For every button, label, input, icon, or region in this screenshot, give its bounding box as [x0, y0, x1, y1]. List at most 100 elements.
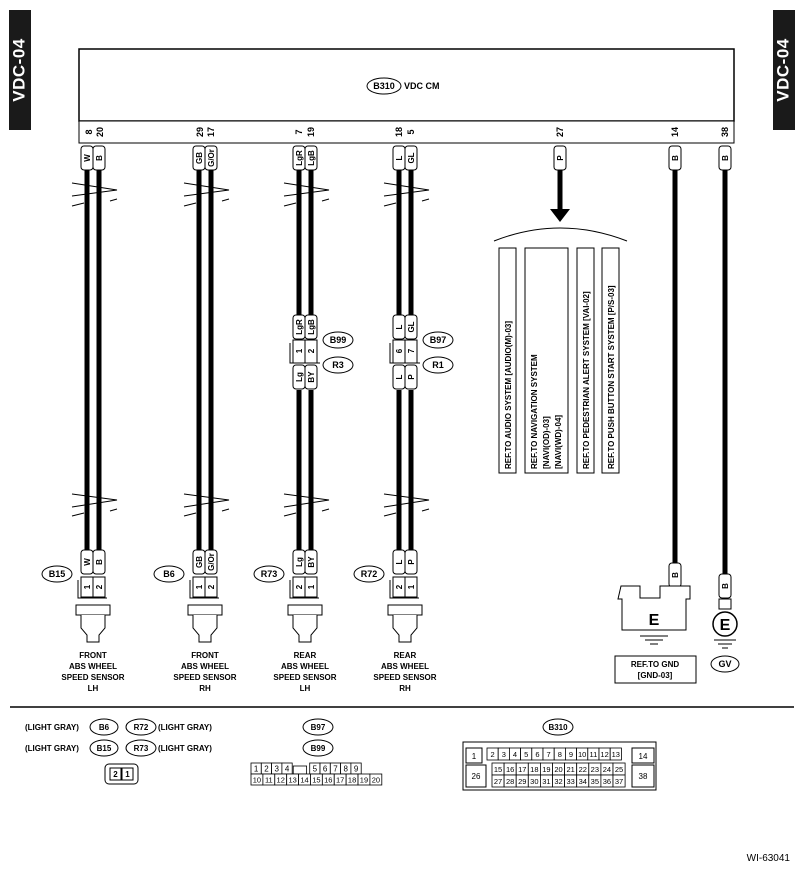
connector-id: B97 — [311, 723, 326, 732]
pin-label: 5 — [406, 129, 416, 134]
connector-pin: 23 — [591, 765, 599, 774]
connector-pin: 2 — [295, 584, 304, 589]
connector-pin: 1 — [295, 348, 304, 353]
wire-tag — [304, 145, 318, 171]
connector-pin: 11 — [590, 750, 598, 759]
connector-pin: 6 — [535, 750, 539, 759]
connector-pin: 14 — [639, 752, 648, 761]
wire-color-label: GB — [195, 556, 204, 568]
wire-color-label: L — [395, 324, 404, 329]
connector-pin: 16 — [324, 776, 332, 785]
module-id-oval — [366, 77, 402, 95]
sensor-label: FRONT — [79, 651, 107, 660]
wire-color-label: L — [395, 374, 404, 379]
connector-pin: 24 — [603, 765, 611, 774]
connector-pin: 35 — [591, 777, 599, 786]
reference-text: REF.TO PUSH BUTTON START SYSTEM [P/S-03] — [607, 285, 616, 469]
connector-id: R73 — [261, 569, 278, 579]
connector-pin: 1 — [472, 752, 477, 761]
connector-pin: 31 — [542, 777, 550, 786]
connector-pin: 8 — [558, 750, 562, 759]
connector-id: R3 — [332, 360, 344, 370]
connector-pin: 27 — [494, 777, 502, 786]
reference-box — [498, 247, 517, 474]
wire-color-label: P — [407, 374, 416, 380]
pin-label: 27 — [555, 127, 565, 137]
wire-color-label: W — [83, 558, 92, 566]
connector-pin: 8 — [344, 765, 349, 774]
connector-pin: 20 — [372, 776, 380, 785]
connector-id: B310 — [548, 723, 568, 732]
connector-pin: 25 — [615, 765, 623, 774]
connector-pin: 10 — [253, 776, 261, 785]
reference-text: [NAVI(WD)-04] — [554, 415, 563, 469]
connector-pin: 18 — [530, 765, 538, 774]
connector-pin: 2 — [113, 770, 118, 779]
connector-pin: 5 — [313, 765, 318, 774]
wire-color-label: LgR — [295, 150, 304, 166]
connector-pin: 15 — [312, 776, 320, 785]
connector-pin: 29 — [518, 777, 526, 786]
connector-pin: 1 — [407, 584, 416, 589]
sensor-label: SPEED SENSOR — [61, 673, 124, 682]
sensor-label: REAR — [294, 651, 317, 660]
reference-text: REF.TO AUDIO SYSTEM [AUDIO(M)-03] — [504, 321, 513, 469]
sensor-label: ABS WHEEL — [281, 662, 329, 671]
wire-color-label: G/Or — [207, 553, 216, 571]
wire-color-label: Lg — [295, 557, 304, 567]
connector-pin: 36 — [603, 777, 611, 786]
connector-pin: 10 — [578, 750, 586, 759]
legend-text: (LIGHT GRAY) — [158, 723, 212, 732]
reference-box — [601, 247, 620, 474]
connector-pin: 2 — [95, 584, 104, 589]
gv-label: GV — [718, 659, 731, 669]
connector-id: B15 — [49, 569, 66, 579]
connector-pin: 18 — [348, 776, 356, 785]
page-tag-right: VDC-04 — [773, 10, 795, 130]
connector-pin: 2 — [207, 584, 216, 589]
connector-id: B6 — [99, 723, 110, 732]
wire-color-label: W — [83, 154, 92, 162]
connector-pin: 9 — [569, 750, 573, 759]
twisted-pair-icon — [71, 182, 430, 517]
reference-bracket — [493, 227, 628, 242]
ground-ref: [GND-03] — [638, 671, 673, 680]
connector-pin: 13 — [288, 776, 296, 785]
wire-color-label: LgB — [307, 319, 316, 335]
wire-color-label: B — [671, 572, 680, 578]
module-name: VDC CM — [404, 81, 440, 91]
connector-id: R72 — [134, 723, 149, 732]
wire-tag — [204, 145, 218, 171]
wire-color-label: GB — [195, 152, 204, 164]
gv-ground-terminal — [712, 611, 738, 637]
connector-pin: 9 — [354, 765, 359, 774]
legend-text: (LIGHT GRAY) — [25, 723, 79, 732]
page-tag-left: VDC-04 — [9, 10, 31, 130]
connector-pin: 7 — [547, 750, 551, 759]
connector-pin: 1 — [195, 584, 204, 589]
pin-label: 7 — [294, 129, 304, 134]
legend-text: (LIGHT GRAY) — [158, 744, 212, 753]
figure-id: WI-63041 — [747, 853, 791, 864]
connector-pin: 12 — [277, 776, 285, 785]
wire-color-label: GL — [407, 321, 416, 332]
connector-pin: 19 — [542, 765, 550, 774]
sensor-label: SPEED SENSOR — [373, 673, 436, 682]
connector-pin: 37 — [615, 777, 623, 786]
connector-pin: 38 — [639, 772, 648, 781]
connector-id: B97 — [430, 335, 447, 345]
pin-label: 38 — [720, 127, 730, 137]
wire-color-label: G/Or — [207, 149, 216, 167]
sensor-label: REAR — [394, 651, 417, 660]
pin-label: 14 — [670, 127, 680, 137]
wire-color-label: L — [395, 155, 404, 160]
connector-pin: 1 — [254, 765, 259, 774]
connector-pin: 3 — [275, 765, 280, 774]
connector-pin: 16 — [506, 765, 514, 774]
connector-pin: 14 — [300, 776, 308, 785]
ground-icon — [640, 635, 668, 645]
connector-pin: 15 — [494, 765, 502, 774]
